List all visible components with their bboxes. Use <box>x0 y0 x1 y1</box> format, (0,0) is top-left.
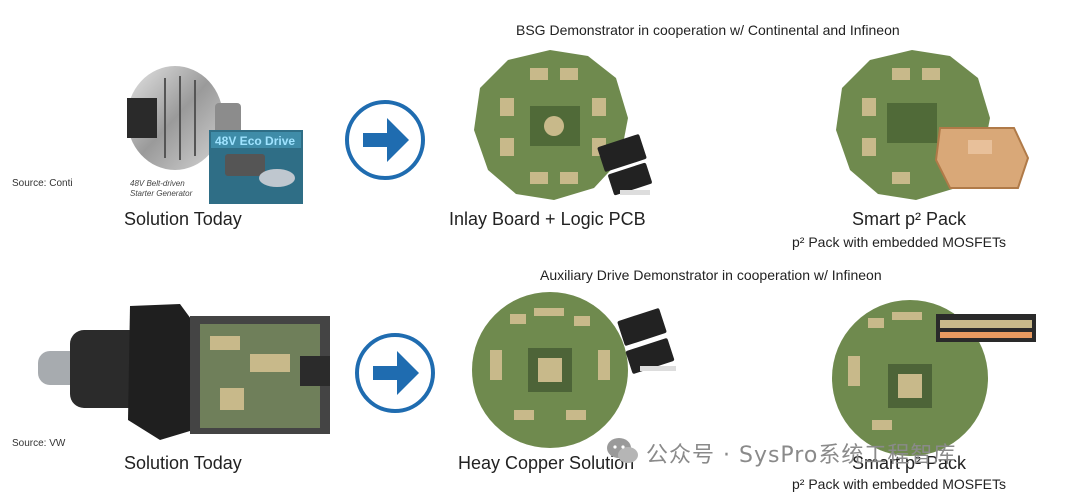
source-conti: Source: Conti <box>12 178 73 189</box>
arrow-circle-2 <box>355 333 435 413</box>
arrow-circle-1 <box>345 100 425 180</box>
bsg-demonstrator-heading: BSG Demonstrator in cooperation w/ Conti… <box>516 22 900 38</box>
solution-today-caption-1: Solution Today <box>124 209 242 229</box>
smart-pack-pcb-image-1 <box>836 50 1030 200</box>
source-vw: Source: VW <box>12 438 66 449</box>
inlay-board-caption: Inlay Board + Logic PCB <box>449 209 646 229</box>
wechat-icon <box>607 438 638 463</box>
product-caption-line1: 48V Belt-driven <box>130 179 185 188</box>
smart-pack-pcb-image-2 <box>832 300 1036 456</box>
smart-pack-sub-2: p² Pack with embedded MOSFETs <box>792 476 1006 492</box>
aux-drive-heading: Auxiliary Drive Demonstrator in cooperat… <box>540 267 882 283</box>
auxiliary-drive-image <box>38 304 330 440</box>
starter-generator-image: 48V Eco Drive 48V Belt-driven Starter Ge… <box>127 66 303 204</box>
heavy-copper-pcb-image <box>472 292 676 448</box>
inlay-board-pcb-image <box>474 50 652 200</box>
smart-pack-caption-2: Smart p² Pack <box>852 453 967 473</box>
watermark-text: 公众号 · SysPro系统工程智库 <box>646 443 957 468</box>
smart-pack-sub-1: p² Pack with embedded MOSFETs <box>792 234 1006 250</box>
smart-pack-caption-1: Smart p² Pack <box>852 209 967 229</box>
product-title: 48V Eco Drive <box>215 134 295 148</box>
product-caption-line2: Starter Generator <box>130 189 193 198</box>
heavy-copper-caption: Heay Copper Solution <box>458 453 635 473</box>
solution-today-caption-2: Solution Today <box>124 453 242 473</box>
right-arrow-icon <box>363 118 409 162</box>
right-arrow-icon <box>373 351 419 395</box>
